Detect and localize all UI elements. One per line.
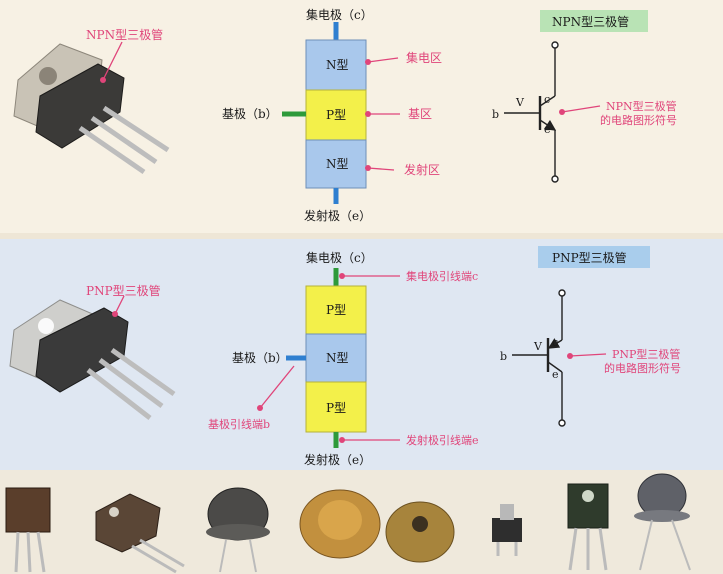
photo-transistor-7 bbox=[567, 483, 609, 571]
pnp-collector-lead-label: 集电极引线端c bbox=[406, 269, 478, 283]
pnp-symbol-b: b bbox=[500, 350, 507, 363]
pnp-symbol-caption-1: PNP型三极管 bbox=[612, 347, 680, 361]
pnp-emitter-lead-label: 发射极引线端e bbox=[406, 433, 479, 447]
npn-layer-base bbox=[305, 89, 367, 141]
npn-layer-bot-label: N型 bbox=[326, 157, 349, 171]
npn-region-base: 基区 bbox=[408, 107, 432, 121]
npn-photo-dot bbox=[100, 77, 106, 83]
npn-title-box bbox=[540, 10, 648, 32]
panel-separator bbox=[0, 233, 723, 239]
npn-symbol-e: e bbox=[544, 123, 551, 136]
pnp-layer-base bbox=[305, 333, 367, 383]
pnp-layer-emitter bbox=[305, 381, 367, 433]
npn-region-emitter: 发射区 bbox=[404, 162, 440, 177]
photo-transistor-6 bbox=[492, 504, 522, 556]
photo-transistor-5 bbox=[385, 501, 455, 563]
npn-emitter-pin-label: 发射极（e） bbox=[304, 208, 371, 223]
npn-photo-label: NPN型三极管 bbox=[86, 27, 163, 42]
pnp-base-pin-label: 基极（b） bbox=[232, 351, 288, 365]
npn-symbol-b: b bbox=[492, 108, 499, 121]
pnp-symbol-caption-2: 的电路图形符号 bbox=[604, 361, 681, 375]
pnp-base-lead-label: 基极引线端b bbox=[208, 417, 270, 431]
npn-collector-pin-label: 集电极（c） bbox=[306, 7, 373, 22]
npn-layer-collector bbox=[305, 39, 367, 91]
pnp-title: PNP型三极管 bbox=[552, 250, 627, 265]
pnp-symbol-e: e bbox=[552, 368, 559, 381]
npn-layer-mid-label: P型 bbox=[326, 108, 346, 122]
npn-transistor-photo bbox=[13, 43, 170, 175]
npn-symbol-c: c bbox=[544, 93, 550, 106]
pnp-title-box bbox=[538, 246, 650, 268]
npn-layer-top-label: N型 bbox=[326, 58, 349, 72]
pnp-collector-pin-label: 集电极（c） bbox=[306, 250, 373, 265]
pnp-transistor-photo bbox=[9, 299, 176, 420]
pnp-layer-mid-label: N型 bbox=[326, 351, 349, 365]
npn-symbol-v: V bbox=[515, 96, 525, 109]
npn-symbol-caption-1: NPN型三极管 bbox=[606, 99, 677, 113]
photo-transistor-3 bbox=[206, 487, 270, 573]
pnp-layer-top-label: P型 bbox=[326, 303, 346, 317]
npn-base-pin-label: 基极（b） bbox=[222, 107, 278, 121]
pnp-layer-collector bbox=[305, 285, 367, 335]
npn-layer-emitter bbox=[305, 139, 367, 189]
photo-transistor-8 bbox=[634, 473, 691, 571]
npn-symbol-caption-2: 的电路图形符号 bbox=[600, 113, 677, 127]
photo-transistor-1 bbox=[5, 487, 51, 573]
pnp-symbol-v: V bbox=[533, 340, 543, 353]
npn-region-collector: 集电区 bbox=[406, 50, 442, 65]
photo-transistor-2 bbox=[95, 493, 185, 574]
npn-circuit-symbol bbox=[504, 48, 557, 176]
npn-title: NPN型三极管 bbox=[552, 14, 629, 29]
pnp-circuit-symbol bbox=[512, 296, 563, 420]
pnp-symbol-c: c bbox=[552, 336, 558, 349]
photo-transistor-4 bbox=[299, 489, 381, 559]
pnp-emitter-pin-label: 发射极（e） bbox=[304, 452, 371, 467]
pnp-layer-bot-label: P型 bbox=[326, 401, 346, 415]
pnp-photo-label: PNP型三极管 bbox=[86, 283, 161, 298]
